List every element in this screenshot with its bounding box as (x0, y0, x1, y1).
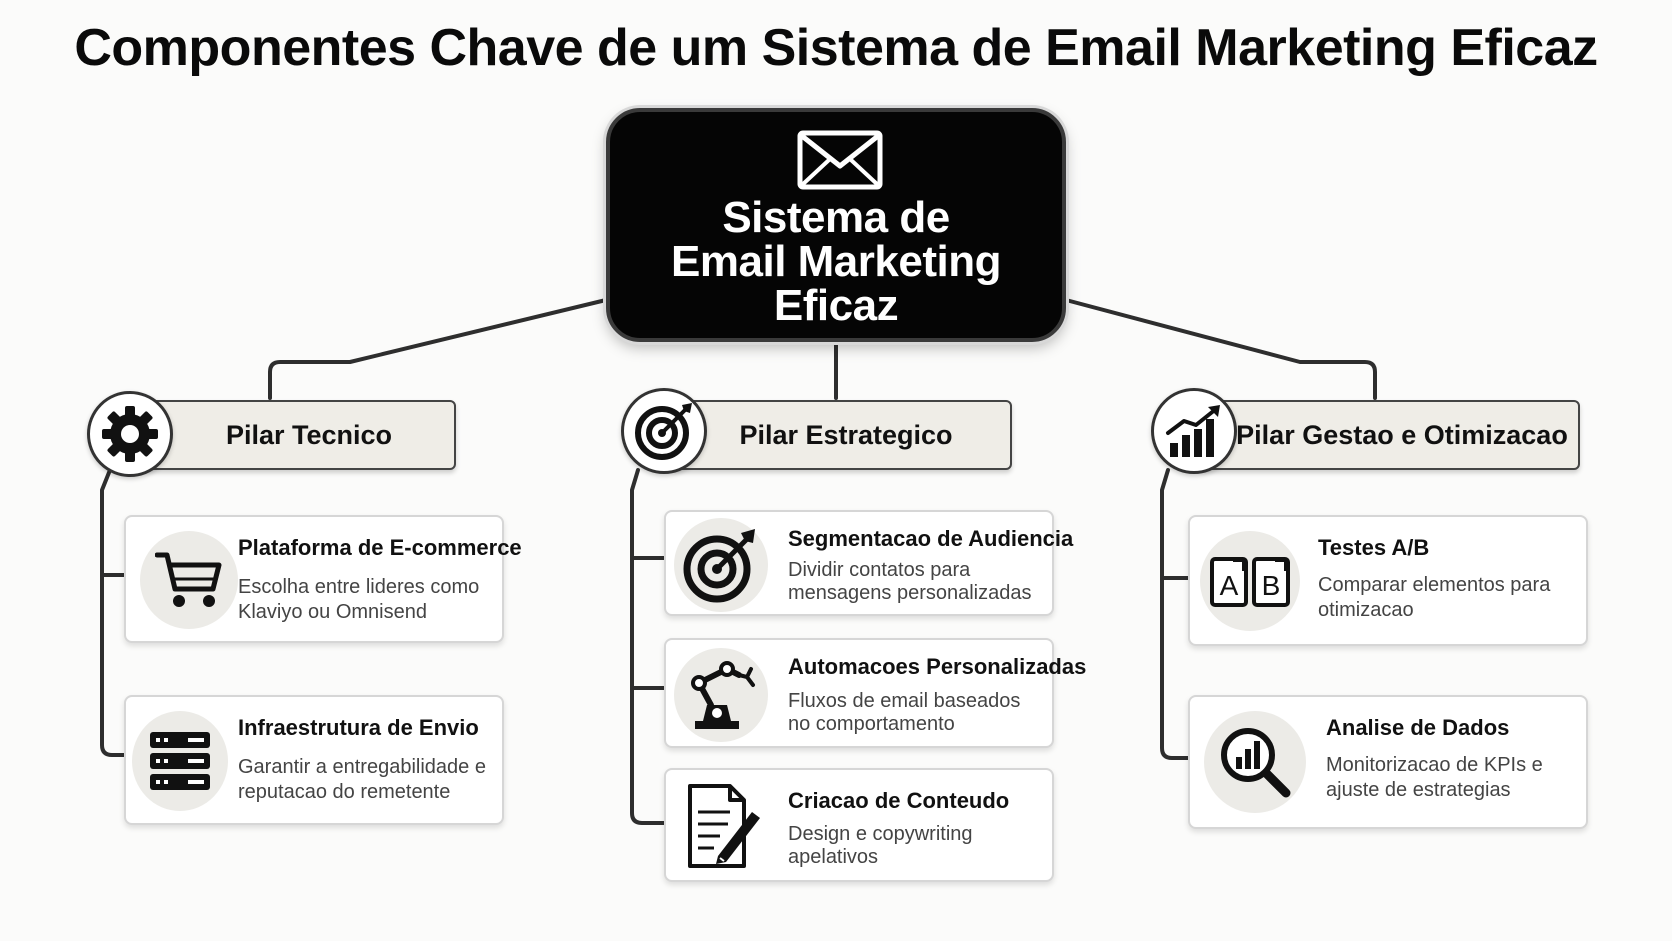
card-icon-badge (1204, 711, 1306, 813)
card-plataforma-ecommerce: Plataforma de E-commerce Escolha entre l… (124, 515, 522, 643)
gear-icon (102, 406, 158, 462)
pillar-estrategico: Pilar Estrategico (670, 400, 1012, 470)
card-title: Analise de Dados (1326, 715, 1510, 740)
pillar-estrategico-label: Pilar Estrategico (739, 420, 953, 450)
connector-estrategico-spine (630, 468, 666, 825)
card-description: Dividir contatos para mensagens personal… (788, 559, 1032, 604)
pillar-tecnico-icon-badge (87, 391, 173, 477)
svg-text:A: A (1220, 570, 1239, 601)
ab-test-icon: A B (1210, 557, 1290, 607)
card-description: Garantir a entregabilidade e reputacao d… (238, 756, 486, 803)
card-automacoes-personalizadas: Automacoes Personalizadas Fluxos de emai… (664, 638, 1086, 748)
card-icon-badge (132, 711, 228, 811)
growth-chart-icon (1166, 405, 1220, 457)
page-title: Componentes Chave de um Sistema de Email… (74, 19, 1598, 77)
card-description: Monitorizacao de KPIs e ajuste de estrat… (1326, 754, 1543, 801)
connector-central-tecnico (268, 298, 608, 400)
pillar-estrategico-icon-badge (621, 388, 707, 474)
pillar-gestao-otimizacao: Pilar Gestao e Otimizacao (1198, 400, 1580, 470)
card-title: Infraestrutura de Envio (238, 715, 479, 740)
pillar-gestao-label: Pilar Gestao e Otimizacao (1236, 420, 1568, 450)
connector-gestao-spine (1160, 468, 1190, 760)
card-icon-badge (140, 531, 238, 629)
pillar-gestao-icon-badge (1151, 388, 1237, 474)
card-title: Criacao de Conteudo (788, 788, 1010, 813)
card-analise-dados: Analise de Dados Monitorizacao de KPIs e… (1188, 695, 1588, 829)
card-icon-badge: A B (1200, 531, 1300, 631)
target-icon (635, 403, 692, 460)
envelope-icon (797, 130, 883, 190)
robot-arm-icon (691, 661, 755, 729)
card-criacao-conteudo: Criacao de Conteudo Design e copywriting… (664, 768, 1054, 882)
central-node: Sistema de Email Marketing Eficaz (606, 108, 1066, 342)
server-icon (150, 732, 210, 790)
connector-central-gestao (1064, 298, 1377, 400)
target-arrow-icon (683, 529, 755, 603)
card-infraestrutura-envio: Infraestrutura de Envio Garantir a entre… (124, 695, 504, 825)
card-description: Comparar elementos para otimizacao (1318, 574, 1551, 621)
card-title: Plataforma de E-commerce (238, 535, 522, 560)
card-description: Design e copywriting apelativos (788, 823, 973, 868)
pillar-tecnico: Pilar Tecnico (142, 400, 456, 470)
central-title: Sistema de Email Marketing Eficaz (671, 193, 1001, 330)
card-testes-ab: A B Testes A/B Comparar elementos para o… (1188, 515, 1588, 646)
card-description: Escolha entre lideres como Klaviyo ou Om… (238, 576, 480, 623)
card-description: Fluxos de email baseados no comportament… (788, 690, 1021, 735)
pillar-tecnico-label: Pilar Tecnico (225, 420, 393, 450)
card-icon-badge (674, 648, 768, 742)
card-title: Testes A/B (1318, 535, 1430, 560)
svg-text:B: B (1262, 570, 1281, 601)
card-title: Automacoes Personalizadas (788, 654, 1087, 679)
card-segmentacao-audiencia: Segmentacao de Audiencia Dividir contato… (664, 510, 1073, 616)
card-title: Segmentacao de Audiencia (788, 526, 1074, 551)
document-pen-icon (688, 784, 760, 868)
card-icon-badge (674, 518, 768, 612)
connector-tecnico-spine (100, 468, 126, 757)
shopping-cart-icon (155, 552, 222, 607)
magnifier-chart-icon (1221, 728, 1291, 798)
